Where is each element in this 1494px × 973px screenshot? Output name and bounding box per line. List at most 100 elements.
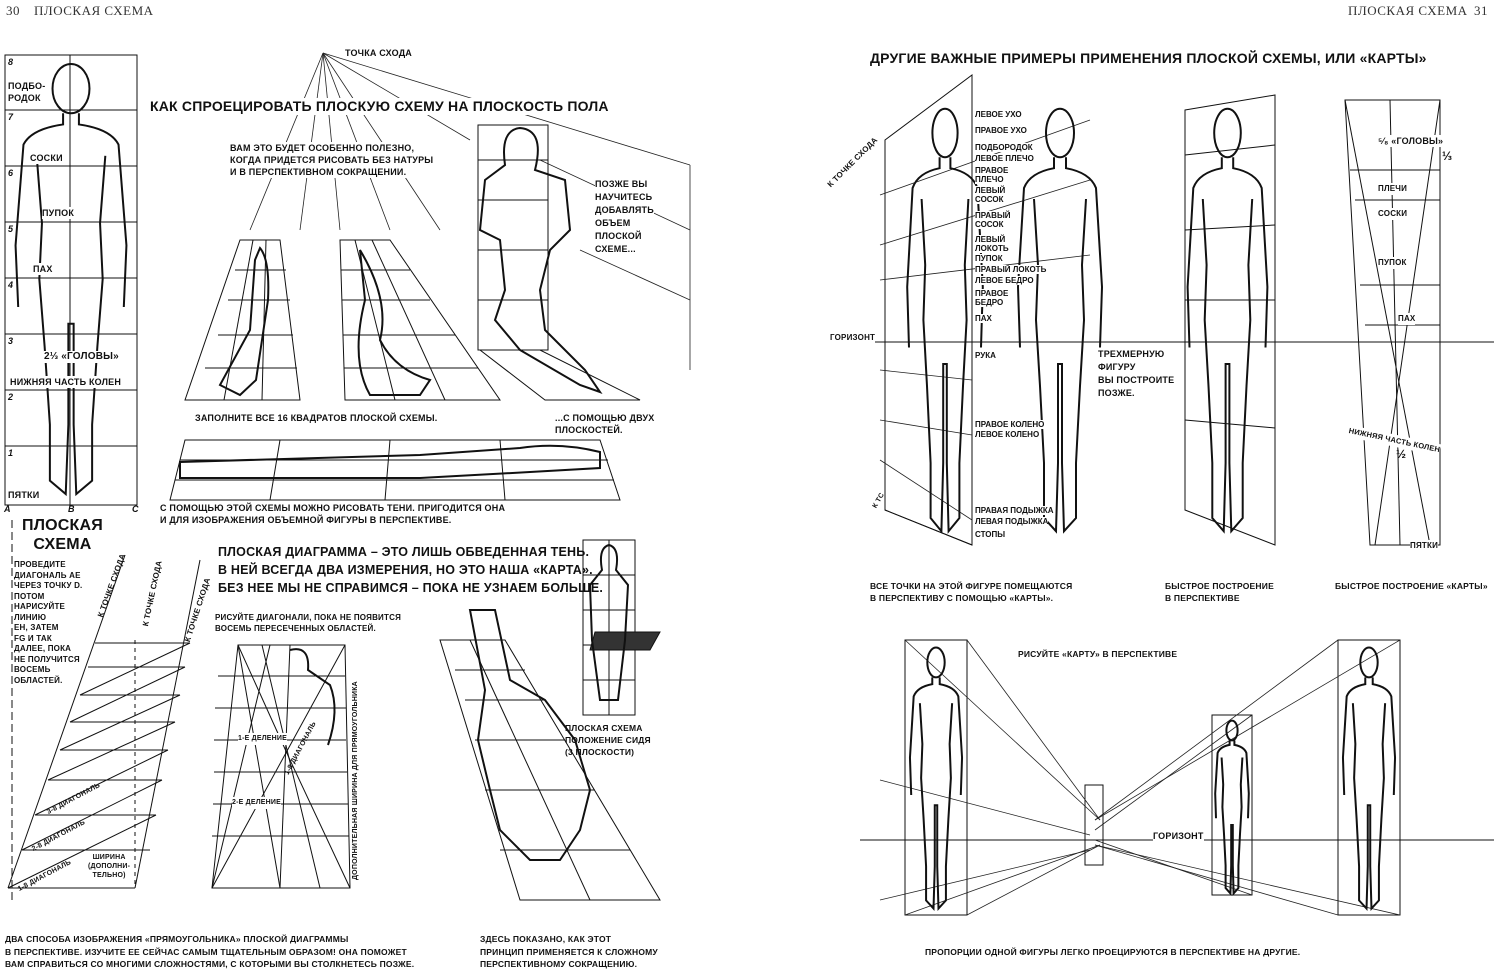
grid-number: 7	[8, 112, 14, 122]
caption-quick: БЫСТРОЕ ПОСТРОЕНИЕ В ПЕРСПЕКТИВЕ	[1165, 580, 1274, 604]
map-label-navel: ПУПОК	[1378, 257, 1407, 269]
left-page-title: КАК СПРОЕЦИРОВАТЬ ПЛОСКУЮ СХЕМУ НА ПЛОСК…	[150, 98, 609, 115]
note-line: РИСУЙТЕ ДИАГОНАЛИ, ПОКА НЕ ПОЯВИТСЯ	[215, 613, 402, 622]
body-point-label: ЛЕВЫЙ СОСОК	[975, 186, 1006, 204]
flat-scheme-heading: ПЛОСКАЯ СХЕМА	[22, 516, 103, 554]
note-line: ПОЗЖЕ.	[1098, 388, 1135, 398]
body-point-label: ЛЕВОЕ УХО	[975, 110, 1022, 119]
instruction-line: НЕ ПОЛУЧИТСЯ	[14, 654, 80, 664]
body-point-label: ПУПОК	[975, 254, 1003, 263]
useful-note-line: КОГДА ПРИДЕТСЯ РИСОВАТЬ БЕЗ НАТУРЫ	[230, 155, 434, 165]
volume-note-line: ДОБАВЛЯТЬ	[595, 205, 654, 215]
caption-line: ПРИНЦИП ПРИМЕНЯЕТСЯ К СЛОЖНОМУ	[480, 946, 658, 957]
body-point-label: ПРАВАЯ ПОДЫЖКА	[975, 506, 1054, 515]
instruction-line: ПРОВЕДИТЕ	[14, 560, 66, 569]
caption-line: В ПЕРСПЕКТИВЕ. ИЗУЧИТЕ ЕЕ СЕЙЧАС САМЫМ Т…	[5, 946, 407, 957]
caption-line: БЫСТРОЕ ПОСТРОЕНИЕ	[1165, 581, 1274, 591]
caption-line: ПЛОСКАЯ СХЕМА	[565, 723, 643, 733]
lying-figure-grid	[170, 440, 620, 500]
caption-line: ЗДЕСЬ ПОКАЗАНО, КАК ЭТОТ	[480, 934, 612, 944]
grid-letter: B	[68, 504, 75, 514]
body-point-label: ЛЕВОЕ БЕДРО	[975, 276, 1034, 285]
draw-diagonals-note: РИСУЙТЕ ДИАГОНАЛИ, ПОКА НЕ ПОЯВИТСЯ ВОСЕ…	[215, 612, 401, 634]
useful-note: ВАМ ЭТО БУДЕТ ОСОБЕННО ПОЛЕЗНО, КОГДА ПР…	[230, 142, 434, 178]
instruction-line: ЛИНИЮ	[14, 612, 47, 622]
heading-line: СХЕМА	[33, 536, 92, 553]
note-line: ВЫ ПОСТРОИТЕ	[1098, 375, 1175, 385]
note-line: ВОСЕМЬ ПЕРЕСЕЧЕННЫХ ОБЛАСТЕЙ.	[215, 624, 376, 633]
label-chin: ПОДБО- РОДОК	[8, 80, 46, 104]
two-planes-caption: ...С ПОМОЩЬЮ ДВУХ ПЛОСКОСТЕЙ.	[555, 412, 654, 436]
instruction-line: FG И ТАК	[14, 633, 52, 643]
volume-note-line: ПЛОСКОЙ	[595, 231, 642, 241]
perspective-diagram-2	[212, 645, 350, 888]
label-heads: 2⅓ «ГОЛОВЫ»	[44, 351, 119, 363]
text-line: В НЕЙ ВСЕГДА ДВА ИЗМЕРЕНИЯ, НО ЭТО НАША …	[218, 563, 593, 577]
body-point-label: ПОДБОРОДОК	[975, 143, 1033, 152]
caption-line: ПЕРСПЕКТИВНОМУ СОКРАЩЕНИЮ.	[480, 959, 638, 969]
caption-line: В ПЕРСПЕКТИВЕ	[1165, 593, 1240, 603]
caption-line: ДВА СПОСОБА ИЗОБРАЖЕНИЯ «ПРЯМОУГОЛЬНИКА»…	[5, 934, 349, 944]
caption-quick-map: БЫСТРОЕ ПОСТРОЕНИЕ «КАРТЫ»	[1335, 581, 1488, 591]
left-bottom-caption: ДВА СПОСОБА ИЗОБРАЖЕНИЯ «ПРЯМОУГОЛЬНИКА»…	[5, 933, 414, 971]
map-label-heels: ПЯТКИ	[1410, 540, 1439, 552]
caption-line: ...С ПОМОЩЬЮ ДВУХ	[555, 413, 655, 423]
standing-figure-grid	[5, 55, 137, 505]
note-line: ФИГУРУ	[1098, 362, 1136, 372]
caption-line: ПОЛОЖЕНИЕ СИДЯ	[565, 735, 651, 745]
map-label-half: ½	[1396, 447, 1407, 461]
volume-note-line: ОБЪЕМ	[595, 218, 631, 228]
caption-line: В ПЕРСПЕКТИВУ С ПОМОЩЬЮ «КАРТЫ».	[870, 593, 1054, 603]
quick-map	[1345, 100, 1440, 545]
instruction-line: ПОТОМ	[14, 591, 45, 601]
flat-diagram-text: ПЛОСКАЯ ДИАГРАММА – ЭТО ЛИШЬ ОБВЕДЕННАЯ …	[218, 543, 603, 597]
label-knees: НИЖНЯЯ ЧАСТЬ КОЛЕН	[10, 376, 122, 388]
grid-number: 4	[8, 280, 14, 290]
vanishing-point-label: ТОЧКА СХОДА	[345, 48, 413, 58]
caption-all-points: ВСЕ ТОЧКИ НА ЭТОЙ ФИГУРЕ ПОМЕЩАЮТСЯ В ПЕ…	[870, 580, 1072, 604]
text-line: ПЛОСКАЯ ДИАГРАММА – ЭТО ЛИШЬ ОБВЕДЕННАЯ …	[218, 545, 590, 559]
instruction-line: ДАЛЕЕ, ПОКА	[14, 644, 72, 653]
foreshortening-caption: ЗДЕСЬ ПОКАЗАНО, КАК ЭТОТ ПРИНЦИП ПРИМЕНЯ…	[480, 933, 658, 971]
body-point-label: РУКА	[975, 351, 996, 360]
caption-line: ПЛОСКОСТЕЙ.	[555, 425, 623, 435]
division-label-2: 2-Е ДЕЛЕНИЕ	[232, 797, 282, 809]
body-point-label: ЛЕВОЕ ПЛЕЧО	[975, 154, 1034, 163]
caption-line: (3 ПЛОСКОСТИ)	[565, 747, 635, 757]
label-navel: ПУПОК	[42, 207, 75, 219]
floor-grid-2	[340, 240, 500, 400]
map-label-third: ⅓	[1442, 149, 1453, 163]
grid-number: 1	[8, 448, 14, 458]
caption-line: ВСЕ ТОЧКИ НА ЭТОЙ ФИГУРЕ ПОМЕЩАЮТСЯ	[870, 581, 1073, 591]
caption-line: С ПОМОЩЬЮ ЭТОЙ СХЕМЫ МОЖНО РИСОВАТЬ ТЕНИ…	[160, 503, 506, 513]
label-heels: ПЯТКИ	[8, 489, 40, 501]
three-d-note: ТРЕХМЕРНУЮ ФИГУРУ ВЫ ПОСТРОИТЕ ПОЗЖЕ.	[1098, 348, 1175, 400]
foreshortened-figure-grid	[440, 610, 660, 900]
label-crotch: ПАХ	[33, 263, 53, 275]
quick-perspective-figure	[1185, 95, 1275, 545]
grid-letter: A	[4, 504, 11, 514]
bottom-perspective-figures	[860, 640, 1494, 915]
volume-note-line: ПОЗЖЕ ВЫ	[595, 179, 648, 189]
width-note: ШИРИНА (ДОПОЛНИ- ТЕЛЬНО)	[88, 853, 131, 880]
map-label-crotch: ПАХ	[1398, 313, 1416, 325]
label-nipples: СОСКИ	[30, 152, 63, 164]
body-point-label: ПРАВОЕ УХО	[975, 126, 1027, 135]
shadow-caption: С ПОМОЩЬЮ ЭТОЙ СХЕМЫ МОЖНО РИСОВАТЬ ТЕНИ…	[160, 502, 505, 526]
volume-note-line: НАУЧИТЕСЬ	[595, 192, 653, 202]
body-point-label: ПАХ	[975, 314, 992, 323]
fill-caption: ЗАПОЛНИТЕ ВСЕ 16 КВАДРАТОВ ПЛОСКОЙ СХЕМЫ…	[195, 413, 438, 423]
floor-grid-1	[185, 240, 300, 400]
extra-width-label: ДОПОЛНИТЕЛЬНАЯ ШИРИНА ДЛЯ ПРЯМОУГОЛЬНИКА	[352, 681, 359, 880]
grid-number: 3	[8, 336, 14, 346]
body-point-label: ЛЕВЫЙ ЛОКОТЬ	[975, 235, 1009, 253]
note-line: (ДОПОЛНИ-	[88, 863, 131, 870]
instruction-line: EH, ЗАТЕМ	[14, 623, 59, 632]
body-point-label: ПРАВОЕ КОЛЕНО	[975, 420, 1045, 429]
page-number-left: 30	[6, 3, 20, 18]
running-title-right: ПЛОСКАЯ СХЕМА	[1348, 3, 1468, 18]
note-line: ШИРИНА	[92, 854, 126, 861]
instruction-line: ОБЛАСТЕЙ.	[14, 675, 63, 685]
